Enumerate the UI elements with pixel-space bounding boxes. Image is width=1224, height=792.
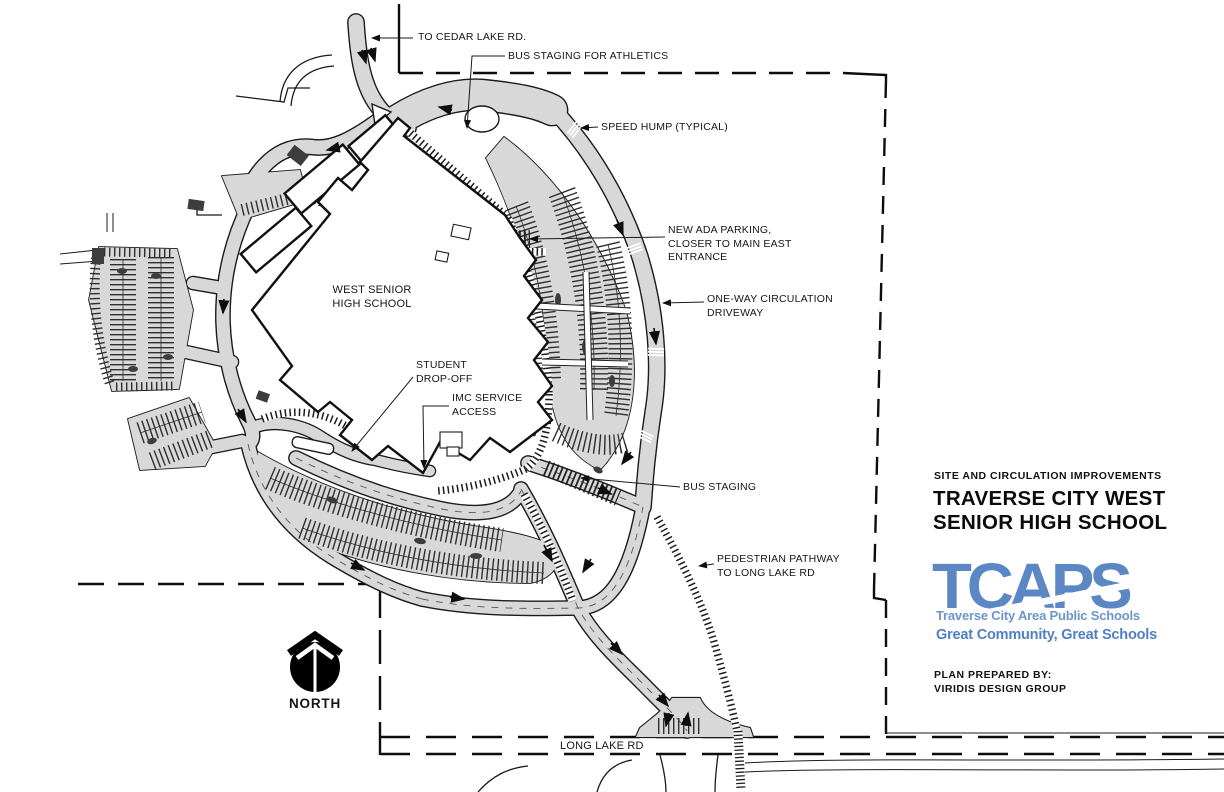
compass-cap — [287, 630, 343, 656]
label-to-cedar-lake: TO CEDAR LAKE RD. — [418, 31, 527, 43]
direction-arrows — [218, 47, 692, 728]
annotation-leaders — [351, 34, 715, 569]
east-entry-walkways — [535, 271, 631, 421]
prepared-by: PLAN PREPARED BY: VIRIDIS DESIGN GROUP — [934, 669, 1067, 696]
dropoff-island — [291, 435, 335, 456]
project-type: SITE AND CIRCULATION IMPROVEMENTS — [934, 470, 1162, 482]
label-bus-staging-athletics: BUS STAGING FOR ATHLETICS — [508, 50, 669, 62]
tcaps-logo: TCAPS — [932, 551, 1182, 629]
property-boundary — [78, 4, 888, 755]
tcaps-logo-text: TCAPS — [932, 551, 1133, 622]
label-speed-hump: SPEED HUMP (TYPICAL) — [601, 121, 728, 133]
project-name-line2: SENIOR HIGH SCHOOL — [933, 511, 1168, 534]
label-long-lake-rd: LONG LAKE RD — [560, 740, 644, 752]
logo-tagline: Great Community, Great Schools — [936, 627, 1157, 643]
school-building — [239, 113, 554, 475]
label-new-ada-parking: NEW ADA PARKING, CLOSER TO MAIN EAST ENT… — [668, 224, 792, 264]
compass-label: NORTH — [289, 696, 341, 711]
label-one-way-circulation: ONE-WAY CIRCULATION DRIVEWAY — [707, 293, 833, 319]
label-imc-service: IMC SERVICE ACCESS — [452, 392, 523, 418]
label-bus-staging: BUS STAGING — [683, 481, 757, 493]
logo-subtitle: Traverse City Area Public Schools — [936, 608, 1140, 623]
label-building: WEST SENIOR HIGH SCHOOL — [332, 284, 412, 311]
north-compass — [287, 630, 343, 692]
traffic-islands — [291, 102, 500, 456]
long-lake-road-lines — [380, 732, 1224, 792]
project-name-line1: TRAVERSE CITY WEST — [933, 487, 1166, 510]
label-pedestrian-pathway: PEDESTRIAN PATHWAY TO LONG LAKE RD — [717, 553, 840, 579]
bus-loop-island — [464, 105, 500, 133]
existing-roads — [59, 54, 335, 265]
label-student-dropoff: STUDENT DROP-OFF — [416, 359, 473, 385]
